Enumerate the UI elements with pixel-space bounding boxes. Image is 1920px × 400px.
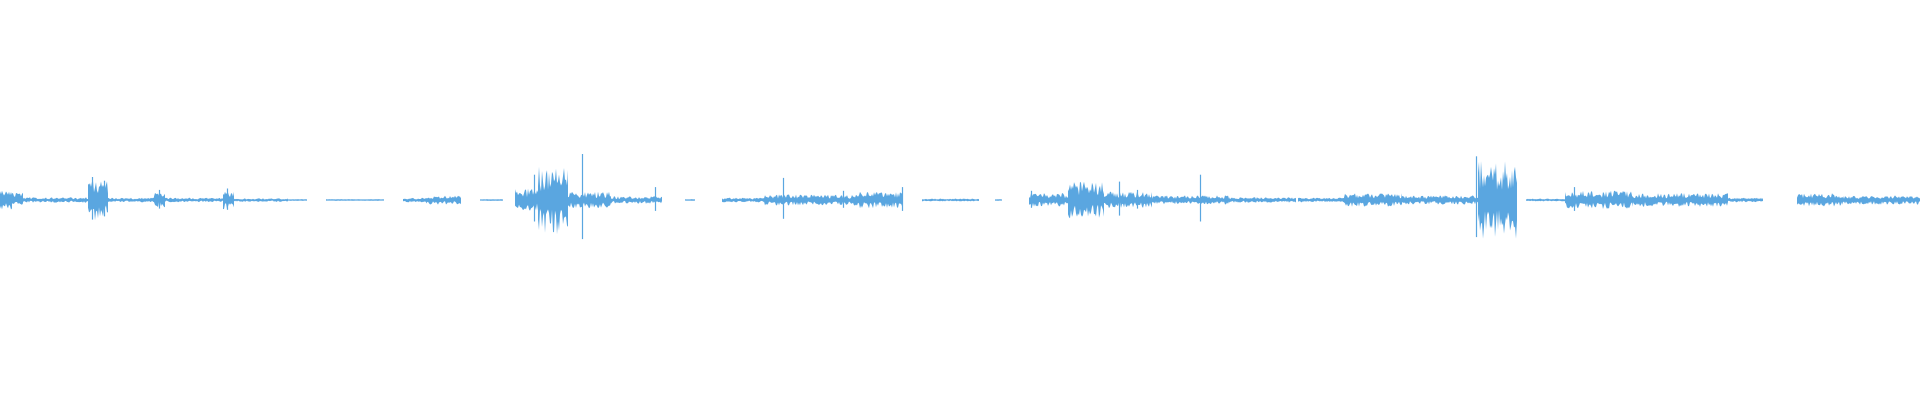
waveform-segment <box>12 192 23 205</box>
waveform-trace <box>0 154 1920 240</box>
